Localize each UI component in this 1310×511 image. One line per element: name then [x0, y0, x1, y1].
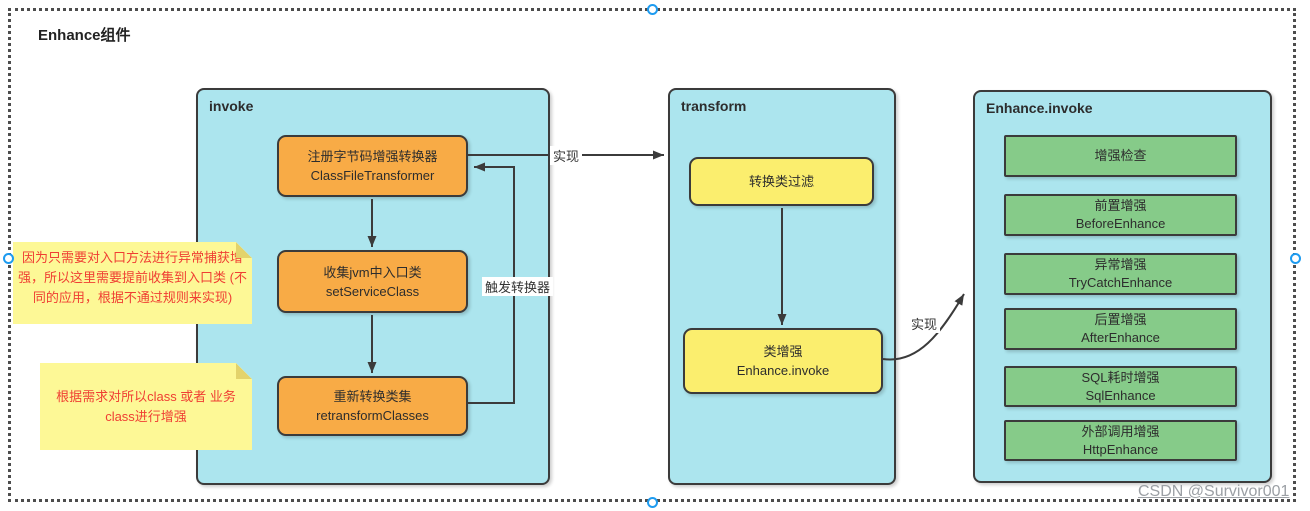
- node-label-cn: 注册字节码增强转换器: [307, 149, 438, 164]
- edge-label-implement-2[interactable]: 实现: [908, 314, 941, 333]
- node-setserviceclass[interactable]: 收集jvm中入口类 setServiceClass: [277, 250, 468, 313]
- node-label-cn: 重新转换类集: [333, 389, 412, 404]
- group-transform[interactable]: transform: [668, 88, 896, 485]
- selection-handle-bottom-icon[interactable]: [647, 497, 658, 508]
- node-label-cn: SQL耗时增强: [1081, 369, 1160, 385]
- selection-handle-top-icon[interactable]: [647, 4, 658, 15]
- node-label-cn: 增强检查: [1094, 148, 1147, 163]
- node-label-code: SqlEnhance: [1085, 387, 1156, 403]
- sticky-note-collect-entry-class[interactable]: 因为只需要对入口方法进行异常捕获增强，所以这里需要提前收集到入口类 (不同的应用…: [13, 242, 252, 324]
- node-sql-enhance[interactable]: SQL耗时增强 SqlEnhance: [1004, 366, 1237, 407]
- node-label-code: setServiceClass: [325, 283, 420, 299]
- node-label-code: AfterEnhance: [1081, 330, 1160, 345]
- node-label-code: retransformClasses: [316, 408, 429, 423]
- group-enhance-invoke-title: Enhance.invoke: [986, 100, 1093, 116]
- csdn-watermark: CSDN @Survivor001: [1138, 483, 1290, 500]
- node-label-cn: 外部调用增强: [1081, 423, 1160, 439]
- node-transform-filter[interactable]: 转换类过滤: [689, 157, 874, 206]
- selection-handle-left-icon[interactable]: [3, 253, 14, 264]
- node-label-code: ClassFileTransformer: [310, 168, 435, 183]
- node-retransformclasses[interactable]: 重新转换类集 retransformClasses: [277, 376, 468, 436]
- node-label-cn: 后置增强: [1094, 312, 1147, 327]
- node-label-cn: 类增强: [763, 344, 803, 359]
- group-invoke-title: invoke: [209, 98, 254, 114]
- diagram-title: Enhance组件: [38, 27, 131, 44]
- node-before-enhance[interactable]: 前置增强 BeforeEnhance: [1004, 194, 1237, 236]
- note-text: 根据需求对所以class 或者 业务 class进行增强: [56, 388, 236, 424]
- sticky-note-enhance-scope[interactable]: 根据需求对所以class 或者 业务 class进行增强: [40, 363, 252, 450]
- node-trycatch-enhance[interactable]: 异常增强 TryCatchEnhance: [1004, 253, 1237, 295]
- node-classfiletransformer[interactable]: 注册字节码增强转换器 ClassFileTransformer: [277, 135, 468, 197]
- node-label-code: HttpEnhance: [1082, 441, 1159, 457]
- node-label-code: Enhance.invoke: [736, 363, 830, 378]
- node-label-code: TryCatchEnhance: [1068, 275, 1173, 290]
- node-after-enhance[interactable]: 后置增强 AfterEnhance: [1004, 308, 1237, 350]
- group-transform-title: transform: [681, 98, 747, 114]
- edge-label-trigger-transformer[interactable]: 触发转换器: [482, 277, 554, 296]
- node-enhance-check[interactable]: 增强检查: [1004, 135, 1237, 177]
- node-label-cn: 前置增强: [1094, 198, 1147, 213]
- node-class-enhance[interactable]: 类增强 Enhance.invoke: [683, 328, 883, 394]
- node-label-cn: 异常增强: [1094, 257, 1147, 272]
- selection-handle-right-icon[interactable]: [1290, 253, 1301, 264]
- node-label-cn: 收集jvm中入口类: [323, 264, 422, 280]
- edge-label-implement-1[interactable]: 实现: [550, 146, 583, 165]
- node-label-cn: 转换类过滤: [748, 174, 814, 189]
- note-text: 因为只需要对入口方法进行异常捕获增强，所以这里需要提前收集到入口类 (不同的应用…: [18, 250, 247, 305]
- node-label-code: BeforeEnhance: [1075, 216, 1166, 231]
- node-http-enhance[interactable]: 外部调用增强 HttpEnhance: [1004, 420, 1237, 461]
